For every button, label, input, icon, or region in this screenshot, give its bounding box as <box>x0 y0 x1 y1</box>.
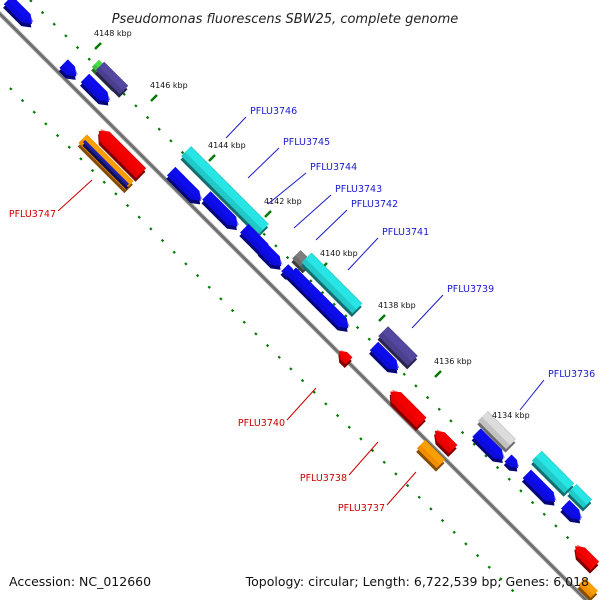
ruler-tick-label: 4140 kbp <box>320 249 358 258</box>
gene-label-reverse[interactable]: PFLU3740 <box>238 418 285 429</box>
ruler-tick-mark <box>378 314 386 322</box>
cds-feature-forward[interactable] <box>2 0 38 32</box>
ruler-tick-mark <box>208 154 216 162</box>
cds-feature-forward[interactable] <box>470 428 509 467</box>
cds-feature-forward[interactable] <box>376 326 419 370</box>
ruler-tick-label: 4142 kbp <box>264 197 302 206</box>
cds-feature-forward[interactable] <box>256 243 286 274</box>
ruler-tick-mark <box>264 210 272 218</box>
gene-label-forward[interactable]: PFLU3745 <box>283 137 330 148</box>
cds-feature-forward[interactable] <box>57 59 82 84</box>
cds-feature-reverse[interactable] <box>383 386 428 432</box>
cds-feature-forward[interactable] <box>559 499 587 528</box>
cds-feature-forward[interactable] <box>368 341 404 378</box>
gene-leader-line <box>315 209 348 241</box>
cds-feature-forward[interactable] <box>179 146 270 238</box>
cds-feature-forward[interactable] <box>94 61 130 98</box>
ruler-track-lower <box>9 87 521 599</box>
ruler-tick-mark <box>94 42 102 50</box>
gene-leader-line <box>411 294 444 329</box>
cds-feature-forward[interactable] <box>285 267 354 336</box>
gene-label-forward[interactable]: PFLU3736 <box>548 369 595 380</box>
ruler-track-upper <box>29 0 600 571</box>
cds-feature-reverse[interactable] <box>333 348 354 369</box>
cds-feature-reverse[interactable] <box>415 439 447 472</box>
cds-feature-forward[interactable] <box>79 73 115 110</box>
gene-leader-line <box>347 237 379 271</box>
cds-feature-forward[interactable] <box>530 450 576 497</box>
ruler-tick-label: 4134 kbp <box>492 411 530 420</box>
ruler-tick-label: 4144 kbp <box>208 141 246 150</box>
ruler-tick-label: 4138 kbp <box>378 301 416 310</box>
map-title: Pseudomonas fluorescens SBW25, complete … <box>112 12 459 27</box>
gene-leader-line <box>519 379 545 411</box>
cds-feature-reverse[interactable] <box>569 542 600 574</box>
genome-backbone-core <box>0 13 592 605</box>
ruler-tick-mark <box>434 370 442 378</box>
cds-feature-forward[interactable] <box>299 252 363 317</box>
gene-label-forward[interactable]: PFLU3746 <box>250 106 297 117</box>
cds-feature-reverse[interactable] <box>92 126 148 182</box>
gene-label-reverse[interactable]: PFLU3747 <box>9 209 56 220</box>
ruler-tick-label: 4148 kbp <box>94 29 132 38</box>
gene-leader-line <box>293 194 332 229</box>
gene-leader-line <box>286 387 317 421</box>
cds-feature-forward[interactable] <box>476 410 518 453</box>
gene-label-forward[interactable]: PFLU3739 <box>447 284 494 295</box>
cds-feature-forward[interactable] <box>200 191 243 234</box>
gene-leader-line <box>57 179 93 212</box>
gene-leader-line <box>386 471 417 506</box>
cds-feature-reverse[interactable] <box>428 427 458 457</box>
ruler-tick-label: 4136 kbp <box>434 357 472 366</box>
ruler-tick-label: 4146 kbp <box>150 81 188 90</box>
gene-label-forward[interactable]: PFLU3741 <box>382 227 429 238</box>
cds-feature-forward[interactable] <box>520 469 560 510</box>
cds-feature-reverse[interactable] <box>81 140 130 190</box>
gene-label-forward[interactable]: PFLU3744 <box>310 162 357 173</box>
gene-label-forward[interactable]: PFLU3742 <box>351 199 398 210</box>
ruler-tick-mark <box>150 94 158 102</box>
gene-leader-line <box>225 116 247 139</box>
gene-label-forward[interactable]: PFLU3743 <box>335 184 382 195</box>
cds-feature-forward[interactable] <box>566 483 594 512</box>
gene-label-reverse[interactable]: PFLU3737 <box>338 503 385 514</box>
gene-leader-line <box>247 147 280 179</box>
topology-text: Topology: circular; Length: 6,722,539 bp… <box>245 574 589 589</box>
cds-feature-reverse[interactable] <box>576 578 599 602</box>
cds-feature-forward[interactable] <box>165 166 207 209</box>
accession-text: Accession: NC_012660 <box>9 574 151 589</box>
cds-feature-forward[interactable] <box>502 454 523 476</box>
gene-leader-line <box>267 172 307 205</box>
gene-leader-line <box>348 441 379 476</box>
gene-label-reverse[interactable]: PFLU3738 <box>300 473 347 484</box>
